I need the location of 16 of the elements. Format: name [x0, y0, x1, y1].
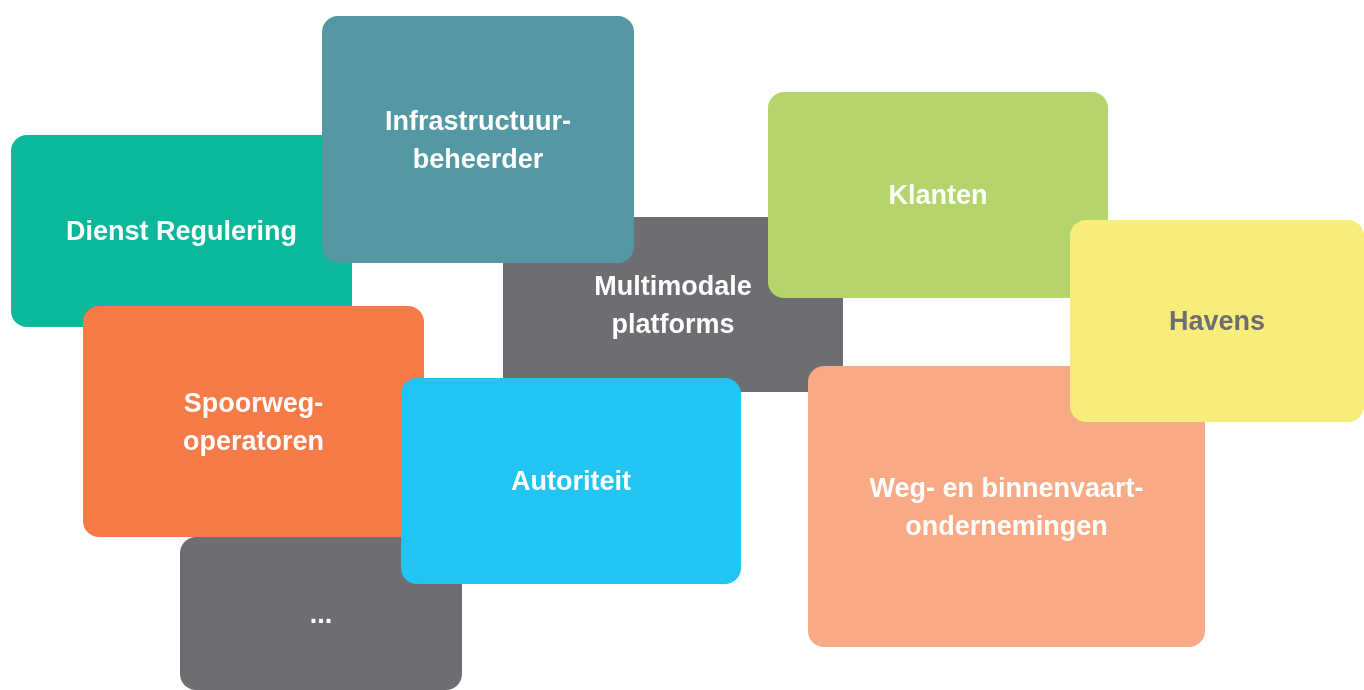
- box-label: ...: [309, 597, 333, 631]
- category-box: [1070, 220, 1364, 422]
- box-label: Multimodale platforms: [593, 269, 753, 341]
- box-label: Infrastructuur- beheerder: [384, 104, 572, 176]
- box-label: Havens: [1168, 305, 1266, 338]
- category-box: [768, 92, 1108, 298]
- category-box: [322, 16, 634, 263]
- category-box: [83, 306, 424, 537]
- box-label: Weg- en binnenvaart- ondernemingen: [868, 471, 1145, 543]
- category-box: [401, 378, 741, 584]
- category-box: [180, 537, 462, 690]
- box-label: Dienst Regulering: [66, 215, 297, 248]
- box-label: Klanten: [888, 179, 988, 212]
- category-box: [808, 366, 1205, 647]
- box-label: Autoriteit: [511, 465, 631, 498]
- box-label: Spoorweg- operatoren: [182, 386, 325, 458]
